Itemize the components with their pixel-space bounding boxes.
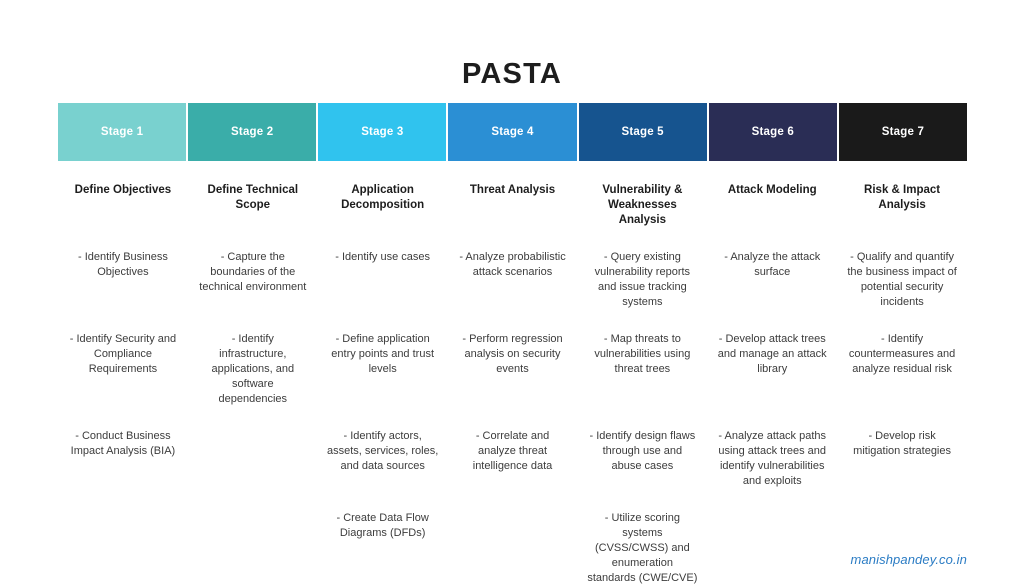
stage-header-label-6: Stage 6 bbox=[751, 126, 794, 138]
list-item: - Analyze attack paths using attack tree… bbox=[718, 430, 827, 487]
list-item: - Correlate and analyze threat intellige… bbox=[472, 430, 553, 472]
item-cell-1-1: - Identify Business Objectives bbox=[58, 250, 188, 310]
stage-title-cell-3: Application Decomposition bbox=[318, 183, 448, 213]
item-cell-1-4 bbox=[58, 511, 188, 586]
stage-item-row-2: - Identify Security and Compliance Requi… bbox=[58, 332, 967, 407]
list-item: - Map threats to vulnerabilities using t… bbox=[594, 333, 691, 375]
list-item: - Identify actors, assets, services, rol… bbox=[327, 430, 439, 472]
stage-header-6: Stage 6 bbox=[708, 103, 839, 161]
item-cell-5-2: - Map threats to vulnerabilities using t… bbox=[577, 332, 707, 407]
list-item: - Capture the boundaries of the technica… bbox=[199, 251, 307, 293]
list-item: - Create Data Flow Diagrams (DFDs) bbox=[336, 512, 429, 539]
stage-header-label-2: Stage 2 bbox=[231, 126, 274, 138]
stage-item-row-4: - Create Data Flow Diagrams (DFDs) - Uti… bbox=[58, 511, 967, 586]
list-item: - Identify Business Objectives bbox=[77, 251, 168, 278]
item-cell-4-4 bbox=[448, 511, 578, 586]
stage-header-label-3: Stage 3 bbox=[361, 126, 404, 138]
list-item: - Develop risk mitigation strategies bbox=[853, 430, 951, 457]
list-item: - Query existing vulnerability reports a… bbox=[594, 251, 691, 308]
item-cell-6-2: - Develop attack trees and manage an att… bbox=[707, 332, 837, 407]
item-cell-5-4: - Utilize scoring systems (CVSS/CWSS) an… bbox=[577, 511, 707, 586]
list-item: - Identify use cases bbox=[335, 251, 431, 263]
list-item: - Identify design flaws through use and … bbox=[589, 430, 696, 472]
stage-title-cell-1: Define Objectives bbox=[58, 183, 188, 198]
item-cell-5-3: - Identify design flaws through use and … bbox=[577, 429, 707, 489]
stage-header-label-4: Stage 4 bbox=[491, 126, 534, 138]
item-cell-3-4: - Create Data Flow Diagrams (DFDs) bbox=[318, 511, 448, 586]
stage-item-row-1: - Identify Business Objectives - Capture… bbox=[58, 250, 967, 310]
list-item: - Define application entry points and tr… bbox=[331, 333, 435, 375]
stage-item-row-3: - Conduct Business Impact Analysis (BIA)… bbox=[58, 429, 967, 489]
item-cell-6-3: - Analyze attack paths using attack tree… bbox=[707, 429, 837, 489]
stage-title-cell-2: Define Technical Scope bbox=[188, 183, 318, 213]
list-item: - Utilize scoring systems (CVSS/CWSS) an… bbox=[587, 512, 698, 584]
item-cell-6-1: - Analyze the attack surface bbox=[707, 250, 837, 310]
stage-header-4: Stage 4 bbox=[448, 103, 579, 161]
item-cell-1-3: - Conduct Business Impact Analysis (BIA) bbox=[58, 429, 188, 489]
item-cell-1-2: - Identify Security and Compliance Requi… bbox=[58, 332, 188, 407]
item-cell-6-4 bbox=[707, 511, 837, 586]
watermark: manishpandey.co.in bbox=[850, 552, 967, 567]
list-item: - Develop attack trees and manage an att… bbox=[717, 333, 827, 375]
list-item: - Identify countermeasures and analyze r… bbox=[848, 333, 956, 375]
item-cell-3-1: - Identify use cases bbox=[318, 250, 448, 310]
stage-title-6: Attack Modeling bbox=[727, 184, 817, 196]
stage-header-label-5: Stage 5 bbox=[621, 126, 664, 138]
item-cell-4-1: - Analyze probabilistic attack scenarios bbox=[448, 250, 578, 310]
item-cell-4-3: - Correlate and analyze threat intellige… bbox=[448, 429, 578, 489]
list-item: - Analyze the attack surface bbox=[724, 251, 821, 278]
stage-title-cell-4: Threat Analysis bbox=[448, 183, 578, 198]
item-cell-2-3 bbox=[188, 429, 318, 489]
list-item: - Qualify and quantify the business impa… bbox=[847, 251, 957, 308]
item-cell-7-2: - Identify countermeasures and analyze r… bbox=[837, 332, 967, 407]
item-cell-7-3: - Develop risk mitigation strategies bbox=[837, 429, 967, 489]
item-cell-2-4 bbox=[188, 511, 318, 586]
stage-header-2: Stage 2 bbox=[188, 103, 319, 161]
stage-title-5: Vulnerability & Weaknesses Analysis bbox=[602, 184, 683, 226]
list-item: - Perform regression analysis on securit… bbox=[462, 333, 563, 375]
list-item: - Identify Security and Compliance Requi… bbox=[69, 333, 177, 375]
item-cell-2-2: - Identify infrastructure, applications,… bbox=[188, 332, 318, 407]
item-cell-5-1: - Query existing vulnerability reports a… bbox=[577, 250, 707, 310]
list-item: - Conduct Business Impact Analysis (BIA) bbox=[70, 430, 176, 457]
stage-header-label-7: Stage 7 bbox=[881, 126, 925, 138]
list-item: - Analyze probabilistic attack scenarios bbox=[459, 251, 566, 278]
item-cell-7-4 bbox=[837, 511, 967, 586]
stage-header-row: Stage 1 Stage 2 Stage 3 Stage 4 Stage 5 … bbox=[58, 103, 967, 161]
stage-header-label-1: Stage 1 bbox=[100, 126, 144, 138]
page-title: PASTA bbox=[462, 58, 562, 90]
stage-title-7: Risk & Impact Analysis bbox=[864, 184, 941, 211]
stage-title-2: Define Technical Scope bbox=[207, 184, 299, 211]
stage-title-4: Threat Analysis bbox=[469, 184, 556, 196]
stage-title-1: Define Objectives bbox=[74, 184, 172, 196]
item-cell-4-2: - Perform regression analysis on securit… bbox=[448, 332, 578, 407]
stage-title-cell-7: Risk & Impact Analysis bbox=[837, 183, 967, 213]
stage-title-cell-6: Attack Modeling bbox=[707, 183, 837, 198]
stage-header-1: Stage 1 bbox=[58, 103, 189, 161]
stage-header-5: Stage 5 bbox=[578, 103, 709, 161]
item-cell-2-1: - Capture the boundaries of the technica… bbox=[188, 250, 318, 310]
pasta-stage-matrix: Stage 1 Stage 2 Stage 3 Stage 4 Stage 5 … bbox=[58, 103, 967, 586]
stage-title-3: Application Decomposition bbox=[341, 184, 425, 211]
stage-header-3: Stage 3 bbox=[318, 103, 449, 161]
stage-title-row: Define Objectives Define Technical Scope… bbox=[58, 183, 967, 228]
item-cell-7-1: - Qualify and quantify the business impa… bbox=[837, 250, 967, 310]
item-cell-3-2: - Define application entry points and tr… bbox=[318, 332, 448, 407]
item-cell-3-3: - Identify actors, assets, services, rol… bbox=[318, 429, 448, 489]
stage-header-7: Stage 7 bbox=[838, 103, 967, 161]
list-item: - Identify infrastructure, applications,… bbox=[211, 333, 295, 405]
stage-title-cell-5: Vulnerability & Weaknesses Analysis bbox=[577, 183, 707, 228]
